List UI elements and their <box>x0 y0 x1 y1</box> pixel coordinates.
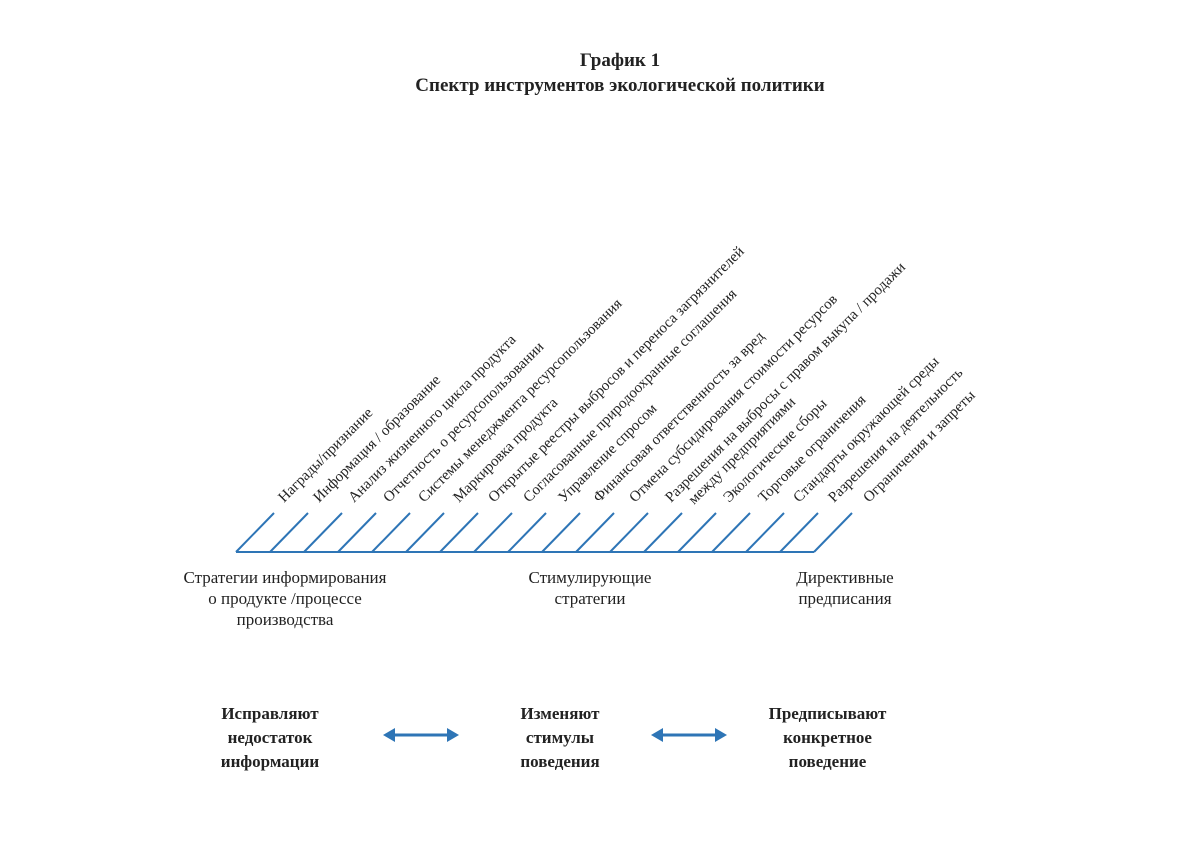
effect-correct-information: Исправляют недостаток информации <box>185 702 355 774</box>
hatch-line <box>473 512 513 553</box>
instrument-label: Разрешения на деятельность <box>826 365 967 506</box>
effect-change-incentives: Изменяют стимулы поведения <box>480 702 640 774</box>
effect-label-line: недостаток <box>227 728 313 747</box>
instrument-label: Стандарты окружающей среды <box>791 354 943 506</box>
group-label-line: о продукте /процессе <box>208 589 362 608</box>
double-arrow-icon <box>651 728 727 742</box>
group-label-line: производства <box>236 610 334 629</box>
hatch-line <box>779 512 819 553</box>
effect-label-line: поведение <box>788 752 867 771</box>
effect-label-line: Изменяют <box>520 704 600 723</box>
effect-label-line: Предписывают <box>768 704 887 723</box>
hatch-line <box>677 512 717 553</box>
figure-number: График 1 <box>579 50 661 71</box>
hatch-line <box>303 512 343 553</box>
effect-label-line: конкретное <box>783 728 872 747</box>
hatch-line <box>745 512 785 553</box>
hatch-line <box>541 512 581 553</box>
hatch-line <box>643 512 683 553</box>
double-arrow-icon <box>383 728 459 742</box>
hatch-line <box>439 512 479 553</box>
hatch-line <box>507 512 547 553</box>
hatch-line <box>405 512 445 553</box>
group-label-line: Стимулирующие <box>528 568 652 587</box>
hatch-line <box>235 512 275 553</box>
spectrum-hatch-lines <box>235 512 853 553</box>
group-incentive-strategies: Стимулирующие стратегии <box>490 567 690 609</box>
effect-label-line: информации <box>220 752 320 771</box>
group-directive-prescriptions: Директивные предписания <box>765 567 925 609</box>
group-label-line: Директивные <box>796 568 894 587</box>
effect-label-line: Исправляют <box>221 704 319 723</box>
hatch-line <box>337 512 377 553</box>
effect-prescribe-behavior: Предписывают конкретное поведение <box>735 702 920 774</box>
hatch-line <box>575 512 615 553</box>
group-label-line: Стратегии информирования <box>183 568 387 587</box>
hatch-line <box>813 512 853 553</box>
group-label-line: стратегии <box>554 589 626 608</box>
group-label-line: предписания <box>798 589 892 608</box>
group-information-strategies: Стратегии информирования о продукте /про… <box>140 567 430 630</box>
hatch-line <box>269 512 309 553</box>
effect-label-line: поведения <box>520 752 600 771</box>
effect-label-line: стимулы <box>525 728 595 747</box>
figure-title: Спектр инструментов экологической полити… <box>415 75 825 96</box>
hatch-line <box>371 512 411 553</box>
hatch-line <box>711 512 751 553</box>
hatch-line <box>609 512 649 553</box>
